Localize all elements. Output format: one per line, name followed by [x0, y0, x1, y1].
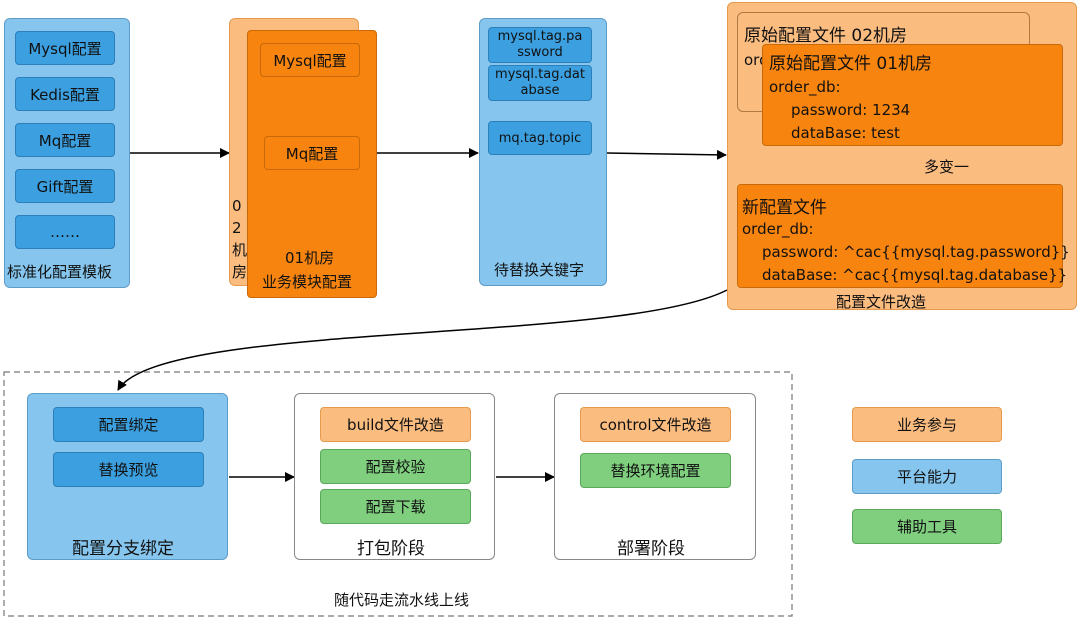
- deploy-stage-label: 部署阶段: [617, 539, 685, 559]
- new-config-title: 新配置文件: [742, 198, 827, 218]
- branch-binding-panel: 配置绑定 替换预览 配置分支绑定: [27, 393, 228, 560]
- deploy-stage-panel: control文件改造 替换环境配置 部署阶段: [554, 393, 756, 560]
- original-config-02-title: 原始配置文件 02机房: [744, 26, 908, 46]
- branch-item-preview[interactable]: 替换预览: [53, 452, 204, 487]
- pipeline-label: 随代码走流水线上线: [334, 591, 470, 609]
- original-config-01-line3: dataBase: test: [791, 124, 900, 142]
- merge-label: 多变一: [924, 158, 970, 176]
- original-config-01-line1: order_db:: [769, 78, 841, 96]
- template-item-more[interactable]: ……: [15, 215, 115, 249]
- branch-item-bind[interactable]: 配置绑定: [53, 407, 204, 442]
- deploy-item-control[interactable]: control文件改造: [580, 407, 731, 442]
- template-item-mysql[interactable]: Mysql配置: [15, 31, 115, 65]
- room01-label-line2: 业务模块配置: [262, 273, 353, 291]
- package-item-build[interactable]: build文件改造: [320, 407, 471, 442]
- legend-platform: 平台能力: [852, 459, 1002, 494]
- package-item-download[interactable]: 配置下载: [320, 489, 471, 524]
- arrow-keywords-to-transform: [606, 149, 727, 160]
- templates-panel: Mysql配置 Kedis配置 Mq配置 Gift配置 …… 标准化配置模板: [4, 18, 130, 288]
- original-config-01-title: 原始配置文件 01机房: [769, 54, 933, 74]
- template-item-kedis[interactable]: Kedis配置: [15, 77, 115, 111]
- branch-binding-label: 配置分支绑定: [72, 539, 174, 559]
- new-config-line1: order_db:: [742, 220, 814, 238]
- room02-vertical-label: 0 2 机 房: [232, 197, 248, 281]
- templates-label: 标准化配置模板: [7, 263, 113, 281]
- package-item-validate[interactable]: 配置校验: [320, 449, 471, 484]
- keyword-mq-topic[interactable]: mq.tag.topic: [488, 121, 592, 155]
- package-stage-panel: build文件改造 配置校验 配置下载 打包阶段: [294, 393, 495, 560]
- deploy-item-env[interactable]: 替换环境配置: [580, 453, 731, 488]
- original-config-01: 原始配置文件 01机房 order_db: password: 1234 dat…: [762, 44, 1063, 146]
- room01-module-panel: Mysql配置 Mq配置 01机房 业务模块配置: [247, 30, 377, 298]
- original-config-01-line2: password: 1234: [791, 101, 911, 119]
- package-stage-label: 打包阶段: [357, 539, 425, 559]
- legend-tools: 辅助工具: [852, 509, 1002, 544]
- new-config-line3: dataBase: ^cac{{mysql.tag.database}}: [762, 266, 1068, 284]
- room01-label-line1: 01机房: [285, 249, 335, 267]
- room01-item-mysql[interactable]: Mysql配置: [260, 43, 360, 77]
- template-item-mq[interactable]: Mq配置: [15, 123, 115, 157]
- room01-item-mq[interactable]: Mq配置: [264, 136, 360, 170]
- new-config: 新配置文件 order_db: password: ^cac{{mysql.ta…: [737, 184, 1070, 288]
- new-config-line2: password: ^cac{{mysql.tag.password}}: [762, 243, 1070, 261]
- pipeline-dashed-frame: [3, 371, 793, 617]
- legend-business: 业务参与: [852, 407, 1002, 442]
- template-item-gift[interactable]: Gift配置: [15, 169, 115, 203]
- arrow-transform-to-pipeline: [117, 289, 728, 391]
- keywords-label: 待替换关键字: [494, 261, 585, 279]
- config-transform-label: 配置文件改造: [836, 293, 927, 311]
